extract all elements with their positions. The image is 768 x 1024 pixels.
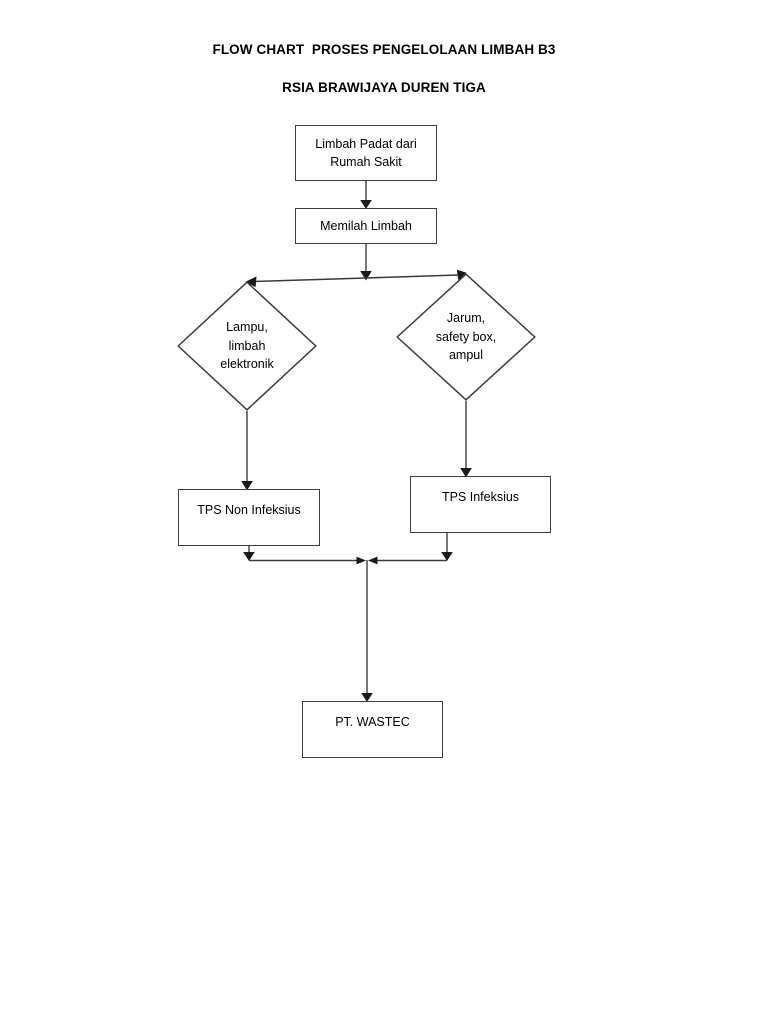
edge-source-to-sort	[360, 181, 372, 209]
node-pt-wastec[interactable]: PT. WASTEC	[302, 701, 443, 758]
node-label: PT. WASTEC	[335, 715, 410, 729]
edge-left-diamond-to-tps-non	[241, 411, 253, 491]
node-lampu-limbah-elektronik[interactable]: Lampu, limbah elektronik	[177, 281, 317, 411]
node-tps-infeksius[interactable]: TPS Infeksius	[410, 476, 551, 533]
diamond-shape	[177, 281, 317, 411]
edge-right-diamond-to-tps-inf	[460, 401, 472, 478]
node-label: Memilah Limbah	[320, 218, 412, 233]
edge-tps-inf-to-merge	[441, 533, 453, 561]
node-label: TPS Non Infeksius	[197, 503, 301, 517]
merge-rail-right	[368, 556, 447, 565]
node-label: Lampu, limbah elektronik	[220, 319, 274, 372]
edge-merge-to-wastec	[361, 560, 373, 702]
node-label: TPS Infeksius	[441, 490, 520, 504]
node-memilah-limbah[interactable]: Memilah Limbah	[295, 208, 437, 244]
node-tps-non-infeksius[interactable]: TPS Non Infeksius	[178, 489, 320, 546]
merge-rail-left	[249, 556, 366, 565]
page-title: FLOW CHART PROSES PENGELOLAAN LIMBAH B3	[212, 42, 556, 57]
node-label: Jarum, safety box, ampul	[435, 310, 497, 363]
page-subtitle: RSIA BRAWIJAYA DUREN TIGA	[282, 80, 486, 95]
node-jarum-safety-box-ampul[interactable]: Jarum, safety box, ampul	[396, 273, 536, 401]
edge-sort-to-split	[360, 244, 372, 281]
diamond-shape	[396, 273, 536, 401]
node-limbah-padat-rumah-sakit[interactable]: Limbah Padat dari Rumah Sakit	[295, 125, 437, 181]
node-label: Limbah Padat dari Rumah Sakit	[315, 136, 417, 169]
